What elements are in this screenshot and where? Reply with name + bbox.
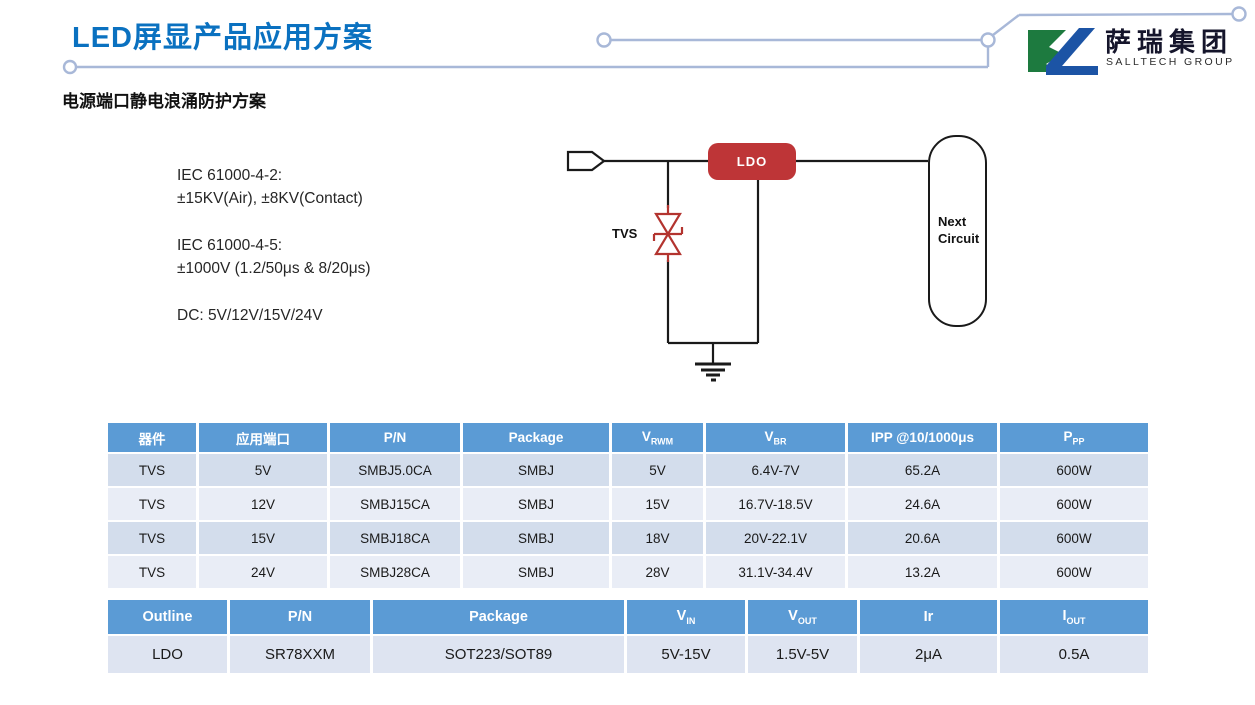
table-cell: 12V	[199, 488, 330, 522]
circuit-wires	[604, 159, 928, 364]
column-header: VBR	[706, 423, 848, 454]
table-cell: SMBJ15CA	[330, 488, 463, 522]
column-header: VOUT	[748, 600, 860, 636]
tvs-diode-icon	[652, 205, 684, 262]
tvs-label: TVS	[612, 226, 638, 241]
decor-node-circle	[62, 59, 78, 75]
table-cell: SMBJ5.0CA	[330, 454, 463, 488]
column-header: VRWM	[612, 423, 706, 454]
logo-name-cn: 萨瑞集团	[1105, 27, 1234, 57]
spec-line: IEC 61000-4-5:	[177, 237, 283, 254]
table-cell: SMBJ	[463, 522, 612, 556]
table-cell: 15V	[612, 488, 706, 522]
table-cell: TVS	[108, 488, 199, 522]
column-header: P/N	[330, 423, 463, 454]
ldo-block: LDO	[708, 143, 796, 180]
table-cell: 5V	[199, 454, 330, 488]
table-cell: 13.2A	[848, 556, 1000, 590]
table-cell: 6.4V-7V	[706, 454, 848, 488]
table-cell: 1.5V-5V	[748, 636, 860, 675]
column-header: IOUT	[1000, 600, 1148, 636]
table-cell: SR78XXM	[230, 636, 373, 675]
company-logo: 萨瑞集团 SALLTECH GROUP	[1012, 12, 1247, 84]
column-header: Outline	[108, 600, 230, 636]
table-cell: 24V	[199, 556, 330, 590]
table-cell: 65.2A	[848, 454, 1000, 488]
table-cell: 600W	[1000, 522, 1148, 556]
table-cell: 28V	[612, 556, 706, 590]
table-cell: 16.7V-18.5V	[706, 488, 848, 522]
column-header: P/N	[230, 600, 373, 636]
column-header: Ir	[860, 600, 1000, 636]
spec-paragraph-surge: IEC 61000-4-5: ±1000V (1.2/50μs & 8/20μs…	[177, 234, 557, 280]
table-cell: SMBJ28CA	[330, 556, 463, 590]
table-cell: LDO	[108, 636, 230, 675]
table-cell: 18V	[612, 522, 706, 556]
column-header: Package	[373, 600, 627, 636]
table-cell: 24.6A	[848, 488, 1000, 522]
spec-paragraph-dc: DC: 5V/12V/15V/24V	[177, 304, 557, 327]
column-header: 应用端口	[199, 423, 330, 454]
table-cell: 600W	[1000, 488, 1148, 522]
spec-text-block: IEC 61000-4-2: ±15KV(Air), ±8KV(Contact)…	[177, 164, 557, 327]
ground-icon	[695, 362, 731, 382]
spec-paragraph-esd: IEC 61000-4-2: ±15KV(Air), ±8KV(Contact)	[177, 164, 557, 210]
column-header: Package	[463, 423, 612, 454]
table-cell: TVS	[108, 556, 199, 590]
spec-line: IEC 61000-4-2:	[177, 167, 283, 184]
table-cell: 600W	[1000, 556, 1148, 590]
table-cell: 15V	[199, 522, 330, 556]
table-cell: 31.1V-34.4V	[706, 556, 848, 590]
table-cell: 20V-22.1V	[706, 522, 848, 556]
decor-node-circle	[980, 32, 996, 48]
column-header: PPP	[1000, 423, 1148, 454]
spec-line: ±1000V (1.2/50μs & 8/20μs)	[177, 260, 371, 277]
column-header: VIN	[627, 600, 748, 636]
table-cell: SMBJ	[463, 454, 612, 488]
column-header: 器件	[108, 423, 199, 454]
page-title: LED屏显产品应用方案	[72, 22, 374, 54]
table-cell: TVS	[108, 454, 199, 488]
spec-line: ±15KV(Air), ±8KV(Contact)	[177, 190, 363, 207]
column-header: IPP @10/1000μs	[848, 423, 1000, 454]
table-cell: TVS	[108, 522, 199, 556]
next-circuit-block: Next Circuit	[928, 135, 987, 327]
table-cell: 2μA	[860, 636, 1000, 675]
table-cell: 600W	[1000, 454, 1148, 488]
decor-node-circle	[596, 32, 612, 48]
spec-line: DC: 5V/12V/15V/24V	[177, 307, 323, 324]
table-cell: 5V	[612, 454, 706, 488]
table-cell: 5V-15V	[627, 636, 748, 675]
input-connector-icon	[566, 150, 606, 172]
table-cell: 0.5A	[1000, 636, 1148, 675]
table-cell: SMBJ	[463, 556, 612, 590]
page-subtitle: 电源端口静电浪涌防护方案	[62, 92, 266, 111]
table-cell: SMBJ	[463, 488, 612, 522]
next-circuit-label: Next Circuit	[938, 214, 980, 246]
logo-name-en: SALLTECH GROUP	[1106, 56, 1235, 68]
table-cell: SOT223/SOT89	[373, 636, 627, 675]
table-cell: SMBJ18CA	[330, 522, 463, 556]
table-cell: 20.6A	[848, 522, 1000, 556]
